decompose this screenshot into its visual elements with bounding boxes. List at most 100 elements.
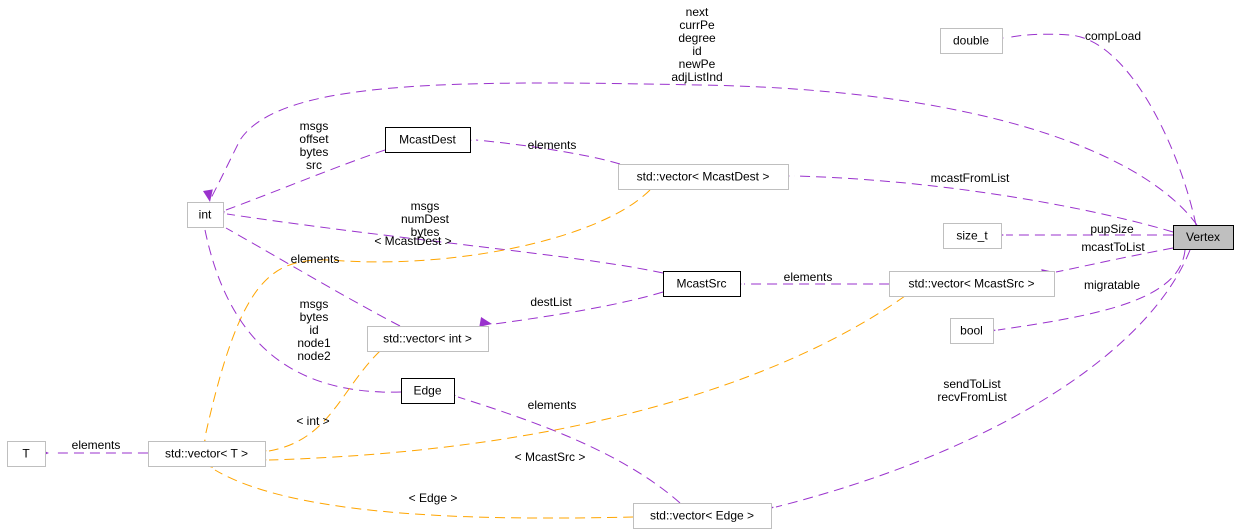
edge-line [225,149,386,211]
edge-line [268,295,906,461]
edge-line [225,227,401,327]
edge-label: msgs [300,297,329,311]
edge-label: offset [299,132,329,146]
node-label: int [199,208,212,222]
node-label: double [953,34,989,48]
node-bool[interactable]: bool [950,318,994,344]
edge-label: recvFromList [937,390,1007,404]
edge-label: bytes [411,225,440,239]
edge-vertex-to-double [992,33,1197,226]
node-T[interactable]: T [7,441,46,467]
edge-label: elements [291,252,340,266]
edge-label: numDest [401,212,450,226]
edge-label: elements [784,270,833,284]
node-label: Vertex [1186,230,1220,244]
node-vec-int[interactable]: std::vector< int > [367,326,489,352]
node-box [889,271,1055,297]
node-vec-mcastdest[interactable]: std::vector< McastDest > [618,164,789,190]
edge-vec-mcastsrc-to-vec-T [254,295,906,464]
edge-label: compLoad [1085,29,1141,43]
node-double[interactable]: double [940,28,1003,54]
edge-label: degree [678,31,716,45]
node-label: std::vector< McastSrc > [908,277,1034,291]
edge-line [268,350,381,452]
node-label: std::vector< Edge > [650,509,754,523]
edge-label: < McastDest > [374,234,451,248]
edge-line [209,82,1198,226]
edge-label: < int > [296,414,329,428]
edge-line [1005,33,1197,226]
node-box [7,441,46,467]
edge-label: elements [72,438,121,452]
arrowhead-icon [479,316,492,327]
edge-label: elements [528,138,577,152]
edge-line [997,249,1186,331]
edge-label: sendToList [943,377,1001,391]
edge-label: migratable [1084,278,1140,292]
node-box [943,223,1002,249]
edge-label: bytes [300,145,329,159]
node-int[interactable]: int [187,202,224,228]
node-box [633,503,772,529]
edge-label: msgs [411,199,440,213]
edge-line [204,189,651,438]
node-mcastsrc[interactable]: McastSrc [663,271,741,297]
node-label: T [22,447,30,461]
arrowhead-icon [202,189,213,202]
node-box [148,441,266,467]
edge-label: node2 [297,349,331,363]
node-box [618,164,789,190]
edge-mcastsrc-to-vec-int [479,291,664,327]
edge-label: node1 [297,336,331,350]
edge-label: mcastToList [1081,240,1145,254]
edge-label: elements [528,398,577,412]
node-size-t[interactable]: size_t [943,223,1002,249]
edge-label: bytes [300,310,329,324]
edge-label: mcastFromList [931,171,1010,185]
edge-line [226,213,664,274]
node-vertex[interactable]: Vertex [1173,225,1234,250]
node-label: McastSrc [676,277,726,291]
node-label: size_t [956,229,988,243]
node-label: Edge [413,384,441,398]
node-label: std::vector< McastDest > [637,170,770,184]
edge-vertex-to-size-t [992,230,1173,240]
edge-label: next [686,5,709,19]
edge-line [1055,247,1174,273]
node-vec-edge[interactable]: std::vector< Edge > [633,503,772,529]
edge-line [214,469,634,519]
edge-label: src [306,158,322,172]
node-box [401,378,455,404]
node-vec-T[interactable]: std::vector< T > [148,441,266,467]
edge-vec-int-to-vec-T [254,350,381,454]
edge-mcastdest-to-int [212,149,386,220]
node-box [940,28,1003,54]
edge-label: < Edge > [409,491,458,505]
edge-line [493,291,664,325]
edge-label: id [309,323,318,337]
node-box [1173,225,1234,250]
edge-label: pupSize [1090,222,1134,236]
node-box [367,326,489,352]
edge-label: adjListInd [671,70,722,84]
node-label: std::vector< int > [383,332,472,346]
edge-label: < McastSrc > [515,450,586,464]
node-label: McastDest [399,133,456,147]
edge-label: id [692,44,701,58]
node-box [663,271,741,297]
node-box [187,202,224,228]
node-label: std::vector< T > [165,447,248,461]
node-mcastdest[interactable]: McastDest [385,127,471,153]
edge-vertex-to-int [202,82,1198,226]
node-edge[interactable]: Edge [401,378,455,404]
node-box [385,127,471,153]
edge-line [475,139,621,165]
edge-label: destList [530,295,572,309]
edge-label: currPe [679,18,715,32]
node-box [950,318,994,344]
edge-line [204,229,402,393]
edge-label: newPe [679,57,716,71]
node-label: bool [960,324,983,338]
node-vec-mcastsrc[interactable]: std::vector< McastSrc > [889,271,1055,297]
